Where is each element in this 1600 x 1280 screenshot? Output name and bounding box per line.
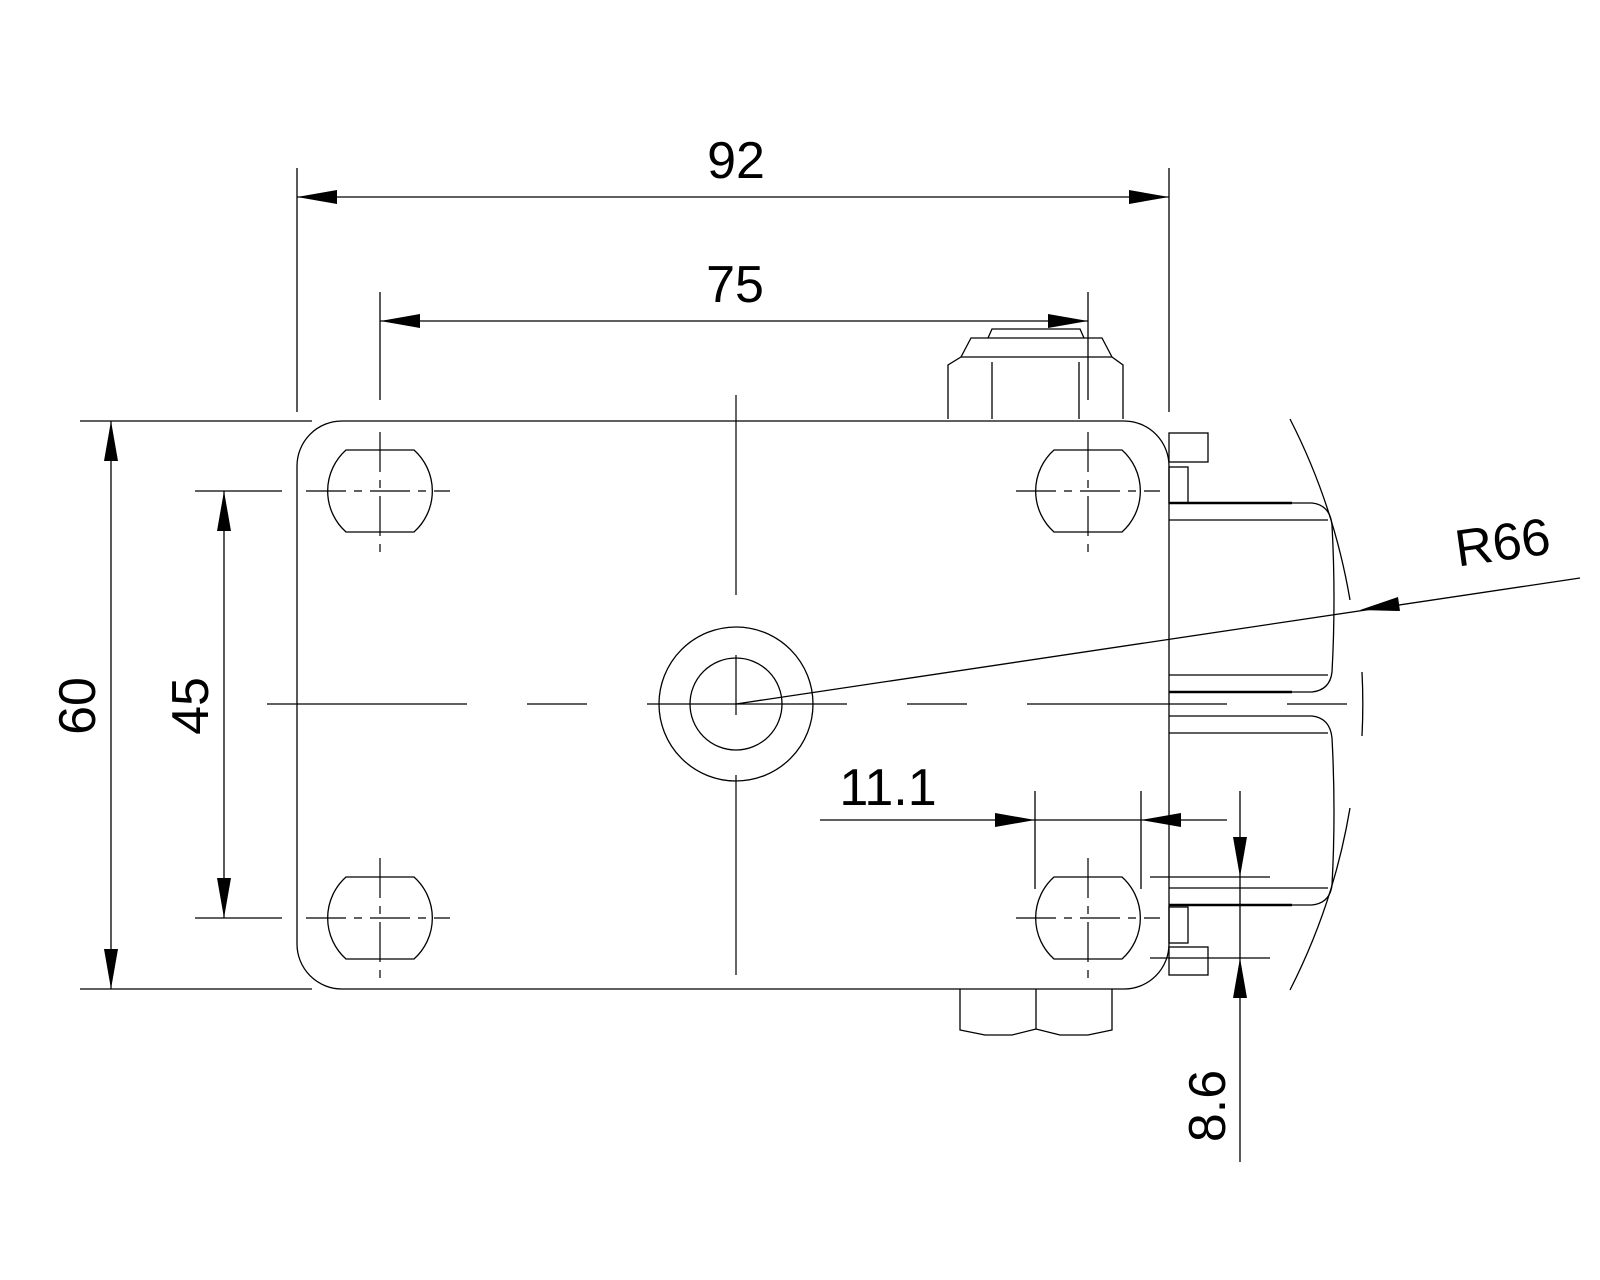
dimension-radius: R66 [735, 508, 1581, 705]
mounting-holes [306, 432, 1160, 978]
dimension-label-60: 60 [49, 677, 107, 735]
top-nut [947, 328, 1124, 419]
wheel-lower [1169, 715, 1335, 907]
hole-top-left [306, 432, 450, 552]
hole-bottom-left [306, 858, 450, 978]
dimension-label-11-1: 11.1 [839, 759, 936, 817]
dimension-hole-spacing-x: 75 [379, 256, 1089, 400]
dimension-label-8-6: 8.6 [1179, 1070, 1237, 1142]
dimension-label-r66: R66 [1451, 508, 1554, 579]
dimension-overall-height: 60 [49, 420, 312, 990]
dimension-label-45: 45 [162, 677, 220, 735]
dimension-offset-y: 8.6 [1150, 791, 1270, 1162]
base-plate [296, 420, 1170, 990]
hole-top-right [1016, 432, 1160, 552]
center-bore [267, 395, 1375, 1022]
bottom-nut [959, 989, 1113, 1036]
dimension-hole-spacing-y: 45 [162, 490, 282, 919]
dimension-offset-x: 11.1 [820, 759, 1227, 889]
dimension-label-75: 75 [706, 256, 764, 314]
wheel-upper [1169, 501, 1335, 694]
dimension-label-92: 92 [707, 132, 765, 190]
swivel-radius-arcs [1289, 418, 1364, 991]
dimension-overall-width: 92 [296, 132, 1170, 412]
hole-bottom-right [1016, 858, 1160, 978]
